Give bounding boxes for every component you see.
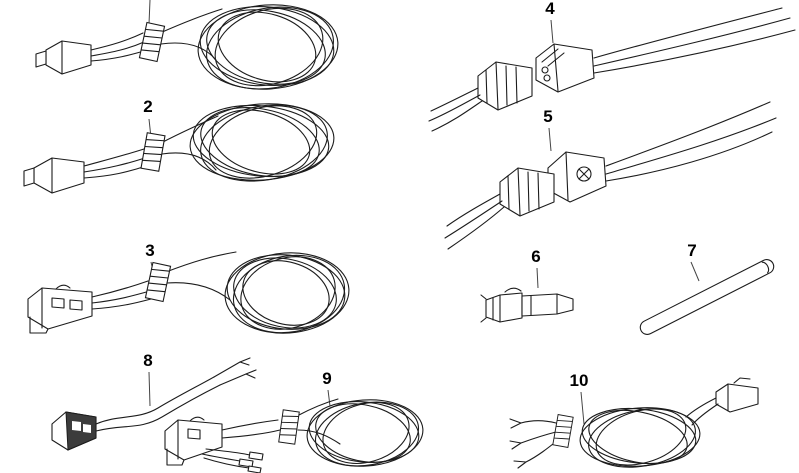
wire-lines (428, 87, 483, 132)
wire-lines (90, 8, 223, 62)
callout-number-5: 5 (543, 107, 552, 126)
part-item-3: 3 (27, 241, 350, 334)
wire-coil-icon (224, 252, 350, 334)
callout-number-8: 8 (143, 351, 152, 370)
part-item-10: 10 (509, 371, 759, 469)
callout-leader-4 (550, 19, 554, 44)
wire-lines (91, 251, 237, 310)
wire-coil-icon (306, 399, 424, 467)
callout-leader-7 (690, 261, 700, 282)
wire-lines (201, 398, 341, 469)
callout-number-4: 4 (545, 0, 555, 18)
callout-number-6: 6 (531, 247, 540, 266)
wire-lines (509, 397, 719, 469)
connector-bracket-icon (164, 416, 223, 466)
callout-number-2: 2 (143, 97, 152, 116)
part-item-1 (35, 0, 339, 90)
tape-sleeve-icon (144, 261, 172, 303)
crimp-terminal-icon (480, 287, 574, 323)
tape-sleeve-icon (278, 409, 300, 445)
callout-leader-10 (580, 391, 585, 425)
callout-number-10: 10 (570, 371, 589, 390)
cable-sleeve-icon (639, 259, 775, 335)
callout-number-3: 3 (145, 241, 154, 260)
part-item-2: 2 (23, 97, 335, 194)
wire-coil-icon (197, 4, 339, 90)
wire-coil-icon (189, 103, 335, 182)
part-item-4: 4 (428, 0, 796, 132)
connector-bracket-icon (27, 284, 93, 334)
part-item-7: 7 (639, 241, 775, 335)
wire-lines (95, 357, 257, 432)
callout-leader-6 (536, 267, 539, 289)
wire-lines (444, 193, 505, 250)
tape-sleeve-icon (552, 414, 574, 448)
callout-number-9: 9 (322, 369, 331, 388)
part-item-6: 6 (480, 247, 574, 323)
connector-plug-icon (715, 377, 759, 413)
callout-number-7: 7 (687, 241, 696, 260)
wire-lines (593, 7, 796, 74)
callout-leader-9 (327, 389, 331, 407)
wire-coil-icon (579, 407, 701, 468)
tape-sleeve-icon (138, 21, 166, 63)
wire-lines (83, 115, 219, 179)
connector-plug-icon (499, 167, 555, 217)
terminal-ends (238, 451, 264, 473)
wire-lines (605, 101, 777, 182)
part-item-5: 5 (444, 101, 777, 250)
connector-plug-icon (35, 40, 92, 75)
tape-sleeve-icon (140, 132, 166, 172)
connector-housing-icon (547, 151, 607, 203)
callout-leader-8 (148, 371, 151, 407)
part-item-8: 8 (51, 351, 257, 451)
connector-housing-icon (535, 43, 595, 93)
callout-leader-5 (548, 127, 552, 152)
callout-leader-1 (148, 0, 151, 25)
connector-plug-icon (477, 61, 533, 111)
connector-plug-icon (23, 157, 85, 194)
part-item-9: 9 (164, 369, 424, 473)
connector-plug-icon (51, 411, 97, 451)
